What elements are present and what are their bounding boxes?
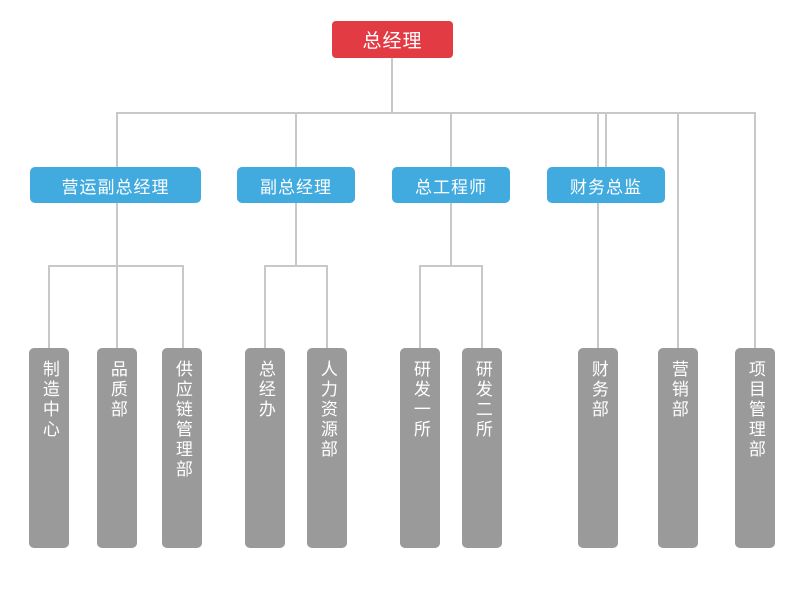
node-label-marketing-department: 营销部	[668, 360, 688, 420]
node-gm-office[interactable]: 总经办	[245, 348, 285, 548]
node-label-operations-vp: 营运副总经理	[61, 177, 170, 197]
connector-drop-human-resources	[326, 265, 328, 350]
node-marketing-department[interactable]: 营销部	[658, 348, 698, 548]
node-operations-vp[interactable]: 营运副总经理	[30, 167, 201, 203]
connector-drop-manufacturing-center	[48, 265, 50, 350]
connector-drop-finance-department	[597, 112, 599, 350]
connector-drop-chief-engineer	[450, 112, 452, 168]
connector-top-bus	[116, 112, 756, 114]
connector-drop-supply-chain-mgmt	[182, 265, 184, 350]
node-label-supply-chain-mgmt: 供应链管理部	[172, 360, 192, 480]
node-label-manufacturing-center: 制造中心	[39, 360, 59, 440]
node-label-chief-engineer: 总工程师	[415, 177, 487, 197]
node-label-general-manager: 总经理	[362, 31, 423, 52]
connector-drop-project-management	[754, 112, 756, 350]
node-label-rd-institute-one: 研发一所	[410, 360, 430, 440]
node-label-quality-department: 品质部	[107, 360, 127, 420]
node-supply-chain-mgmt[interactable]: 供应链管理部	[162, 348, 202, 548]
node-quality-department[interactable]: 品质部	[97, 348, 137, 548]
connector-drop-finance-director	[605, 112, 607, 168]
node-rd-institute-one[interactable]: 研发一所	[400, 348, 440, 548]
connector-drop-rd-institute-two	[481, 265, 483, 350]
node-deputy-gm[interactable]: 副总经理	[237, 167, 355, 203]
node-label-project-management: 项目管理部	[745, 360, 765, 460]
node-project-management[interactable]: 项目管理部	[735, 348, 775, 548]
node-label-rd-institute-two: 研发二所	[472, 360, 492, 440]
connector-drop-deputy-gm	[295, 112, 297, 168]
connector-drop-gm-office	[264, 265, 266, 350]
node-label-finance-department: 财务部	[588, 360, 608, 420]
node-finance-director[interactable]: 财务总监	[547, 167, 665, 203]
connector-subbus-deputy-gm	[264, 265, 327, 267]
connector-stem-deputy-gm	[295, 202, 297, 266]
node-human-resources[interactable]: 人力资源部	[307, 348, 347, 548]
node-chief-engineer[interactable]: 总工程师	[392, 167, 510, 203]
node-manufacturing-center[interactable]: 制造中心	[29, 348, 69, 548]
connector-drop-operations-vp	[116, 112, 118, 168]
node-rd-institute-two[interactable]: 研发二所	[462, 348, 502, 548]
connector-drop-rd-institute-one	[419, 265, 421, 350]
node-finance-department[interactable]: 财务部	[578, 348, 618, 548]
node-label-deputy-gm: 副总经理	[260, 177, 332, 197]
connector-subbus-chief-engineer	[419, 265, 482, 267]
connector-stem-chief-engineer	[450, 202, 452, 266]
node-label-finance-director: 财务总监	[570, 177, 642, 197]
connector-drop-quality-department	[116, 265, 118, 350]
node-label-human-resources: 人力资源部	[317, 360, 337, 460]
node-label-gm-office: 总经办	[255, 360, 275, 420]
node-general-manager[interactable]: 总经理	[332, 21, 453, 58]
connector-drop-marketing-department	[677, 112, 679, 350]
connector-stem-operations-vp	[116, 202, 118, 266]
connector-subbus-operations-vp	[48, 265, 183, 267]
connector-root-stem	[391, 57, 393, 114]
